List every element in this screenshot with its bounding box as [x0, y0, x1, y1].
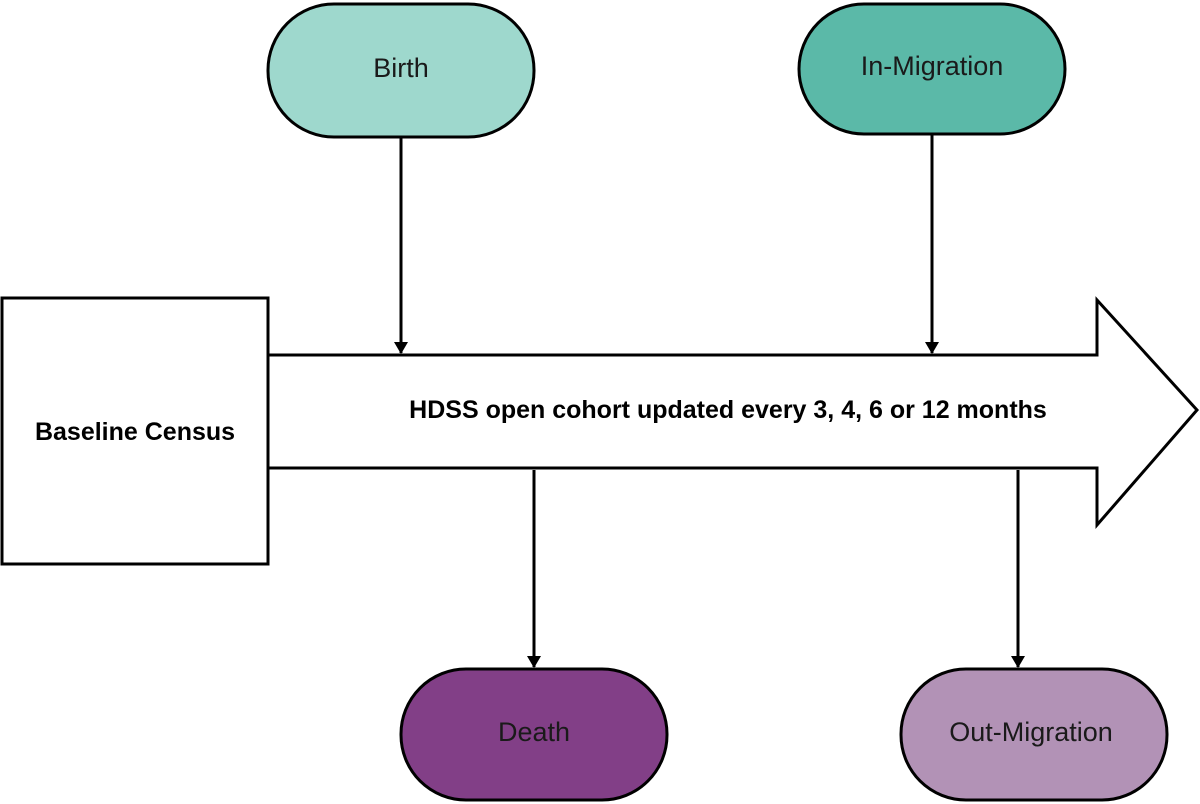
- baseline-census-box: [0, 296, 270, 566]
- baseline-census-label: Baseline Census: [35, 418, 235, 446]
- out-migration-label: Out-Migration: [949, 717, 1113, 747]
- in-migration-label: In-Migration: [861, 51, 1004, 81]
- death-node: [399, 667, 669, 802]
- birth-node: [266, 2, 536, 139]
- death-label: Death: [498, 717, 570, 747]
- cohort-label: HDSS open cohort updated every 3, 4, 6 o…: [409, 396, 1047, 424]
- in-migration-node: [797, 2, 1067, 136]
- out-migration-node: [899, 667, 1169, 802]
- birth-label: Birth: [373, 53, 429, 83]
- cohort-arrow: [268, 296, 1200, 530]
